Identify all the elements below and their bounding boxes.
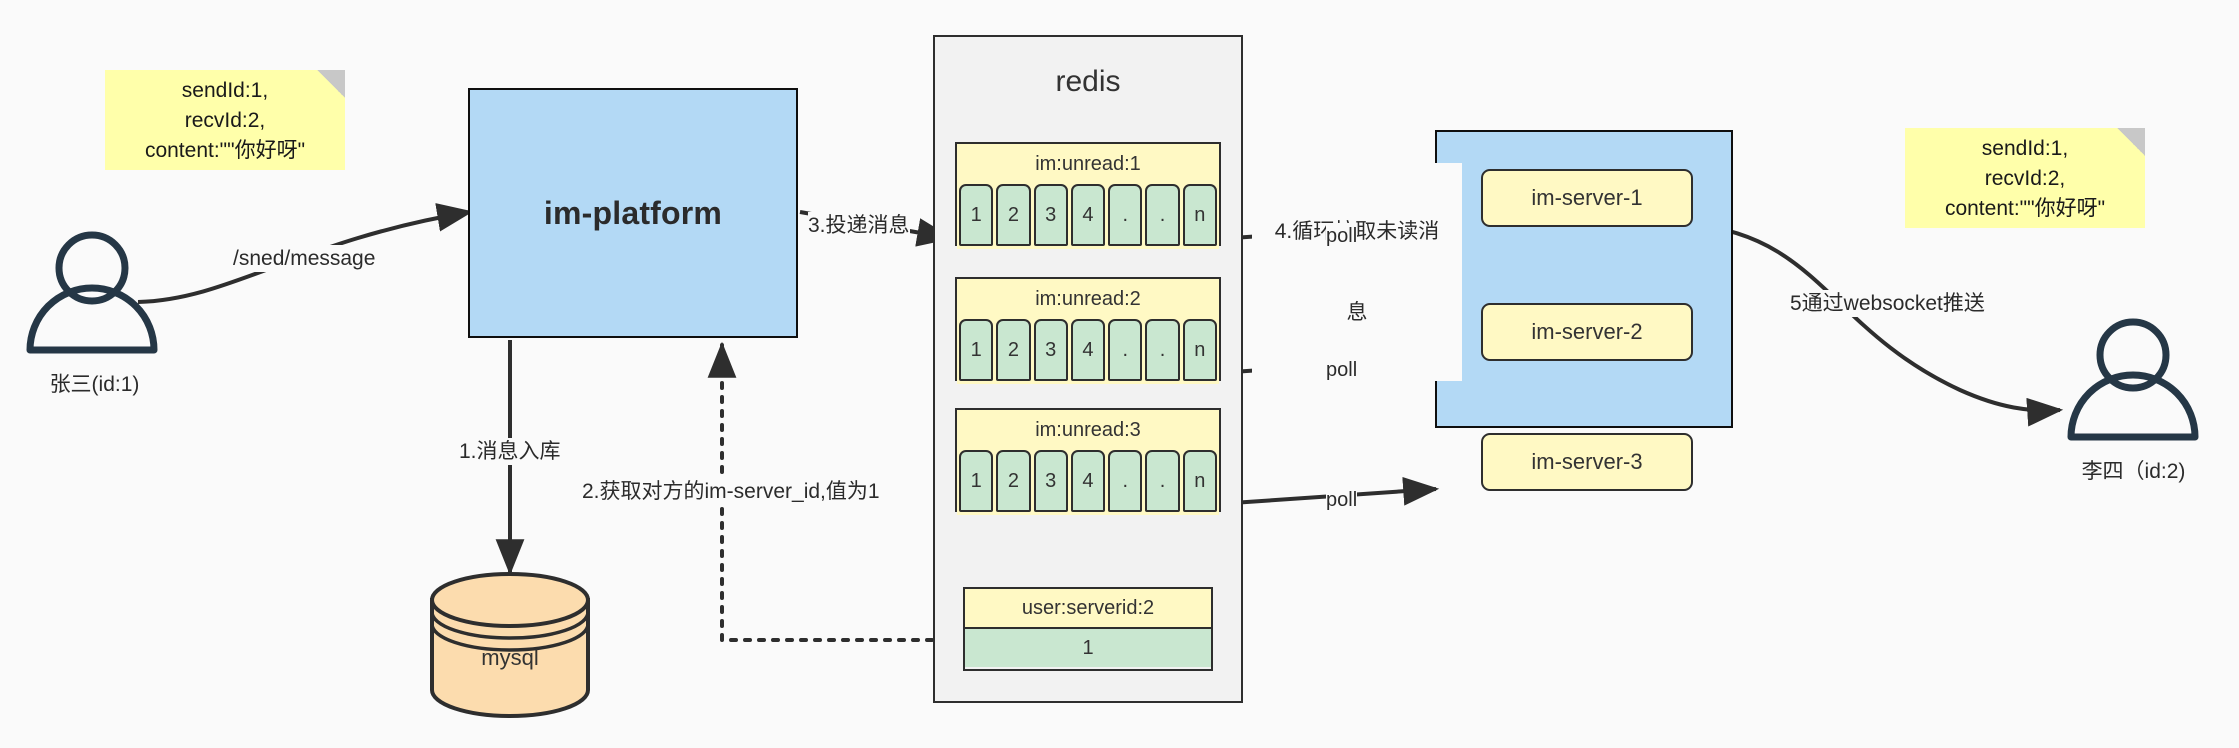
note-right-line-2: recvId:2, [1984,167,2066,191]
note-fold-icon-right [2117,128,2145,156]
redis-cell: . [1108,450,1143,512]
note-left-line-3: content:""你好呀" [144,138,306,162]
redis-cell: . [1145,450,1180,512]
redis-cell: 1 [959,319,994,381]
node-redis: redis im:unread:1 1 2 3 4 . . n im:unrea… [933,35,1243,703]
note-right-line-1: sendId:1, [1981,137,2069,161]
redis-cell: n [1182,319,1217,381]
actor-sender-label: 张三(id:1) [49,373,140,396]
redis-cell: 1 [959,184,994,246]
node-im-server-3[interactable]: im-server-3 [1481,433,1693,491]
redis-cell: . [1108,319,1143,381]
note-right-line-3: content:""你好呀" [1944,196,2106,220]
redis-user-serverid-key: user:serverid:2 [965,589,1211,629]
redis-key-1-name: im:unread:1 [957,144,1219,184]
redis-cell: n [1182,184,1217,246]
node-im-server-cluster: im-server-1 im-server-2 im-server-3 [1435,130,1733,491]
redis-key-2-name: im:unread:2 [957,279,1219,319]
edge-label-step4-line2: 息 [1346,301,1368,325]
redis-cell: 1 [959,450,994,512]
note-left-line-1: sendId:1, [181,79,269,103]
edge-label-send-message: /sned/message [233,245,376,273]
redis-key-group-3[interactable]: im:unread:3 1 2 3 4 . . n [955,408,1221,515]
redis-key-1-cells: 1 2 3 4 . . n [957,184,1219,249]
im-server-1-label: im-server-1 [1531,185,1643,210]
redis-cell: 2 [996,319,1031,381]
redis-cell: 3 [1033,319,1068,381]
redis-user-serverid-group[interactable]: user:serverid:2 1 [963,587,1213,671]
actor-receiver-icon [2067,318,2199,441]
redis-cell: 2 [996,450,1031,512]
note-right: sendId:1, recvId:2, content:""你好呀" [1905,128,2145,228]
edge-label-step5: 5通过websocket推送 [1790,290,1985,318]
redis-user-serverid-value: 1 [965,629,1211,667]
actor-sender-icon [26,231,158,354]
redis-cell: . [1108,184,1143,246]
node-im-server-2[interactable]: im-server-2 [1481,303,1693,361]
node-im-server-1[interactable]: im-server-1 [1481,169,1693,227]
im-server-2-label: im-server-2 [1531,319,1643,344]
im-platform-label: im-platform [543,194,723,231]
redis-cell: n [1182,450,1217,512]
actor-receiver-label: 李四（id:2) [2081,460,2186,483]
redis-key-group-2[interactable]: im:unread:2 1 2 3 4 . . n [955,277,1221,384]
edge-label-step2: 2.获取对方的im-server_id,值为1 [582,478,880,506]
redis-cell: 3 [1033,184,1068,246]
edge-label-poll-3: poll [1326,487,1358,513]
redis-cell: 3 [1033,450,1068,512]
redis-key-group-1[interactable]: im:unread:1 1 2 3 4 . . n [955,142,1221,249]
edge-label-poll-1: poll [1326,223,1358,249]
redis-cell: . [1145,184,1180,246]
edge-label-poll-2: poll [1326,357,1358,383]
redis-cell: 4 [1070,184,1106,246]
edge-label-step3: 3.投递消息 [808,212,910,240]
note-fold-icon [317,70,345,98]
redis-cell: 2 [996,184,1031,246]
mysql-label: mysql [481,645,539,670]
redis-cell: . [1145,319,1180,381]
redis-cell: 4 [1070,450,1106,512]
note-left-line-2: recvId:2, [184,109,266,133]
note-left: sendId:1, recvId:2, content:""你好呀" [105,70,345,170]
node-im-platform[interactable]: im-platform [468,88,798,338]
edge-label-step4: 4.循环拉取未读消 息 [1252,163,1462,382]
redis-key-3-cells: 1 2 3 4 . . n [957,450,1219,515]
redis-title: redis [1055,65,1121,98]
redis-cell: 4 [1070,319,1106,381]
redis-key-2-cells: 1 2 3 4 . . n [957,319,1219,384]
redis-key-3-name: im:unread:3 [957,410,1219,450]
edge-label-step1: 1.消息入库 [459,438,561,466]
im-server-3-label: im-server-3 [1531,449,1643,474]
